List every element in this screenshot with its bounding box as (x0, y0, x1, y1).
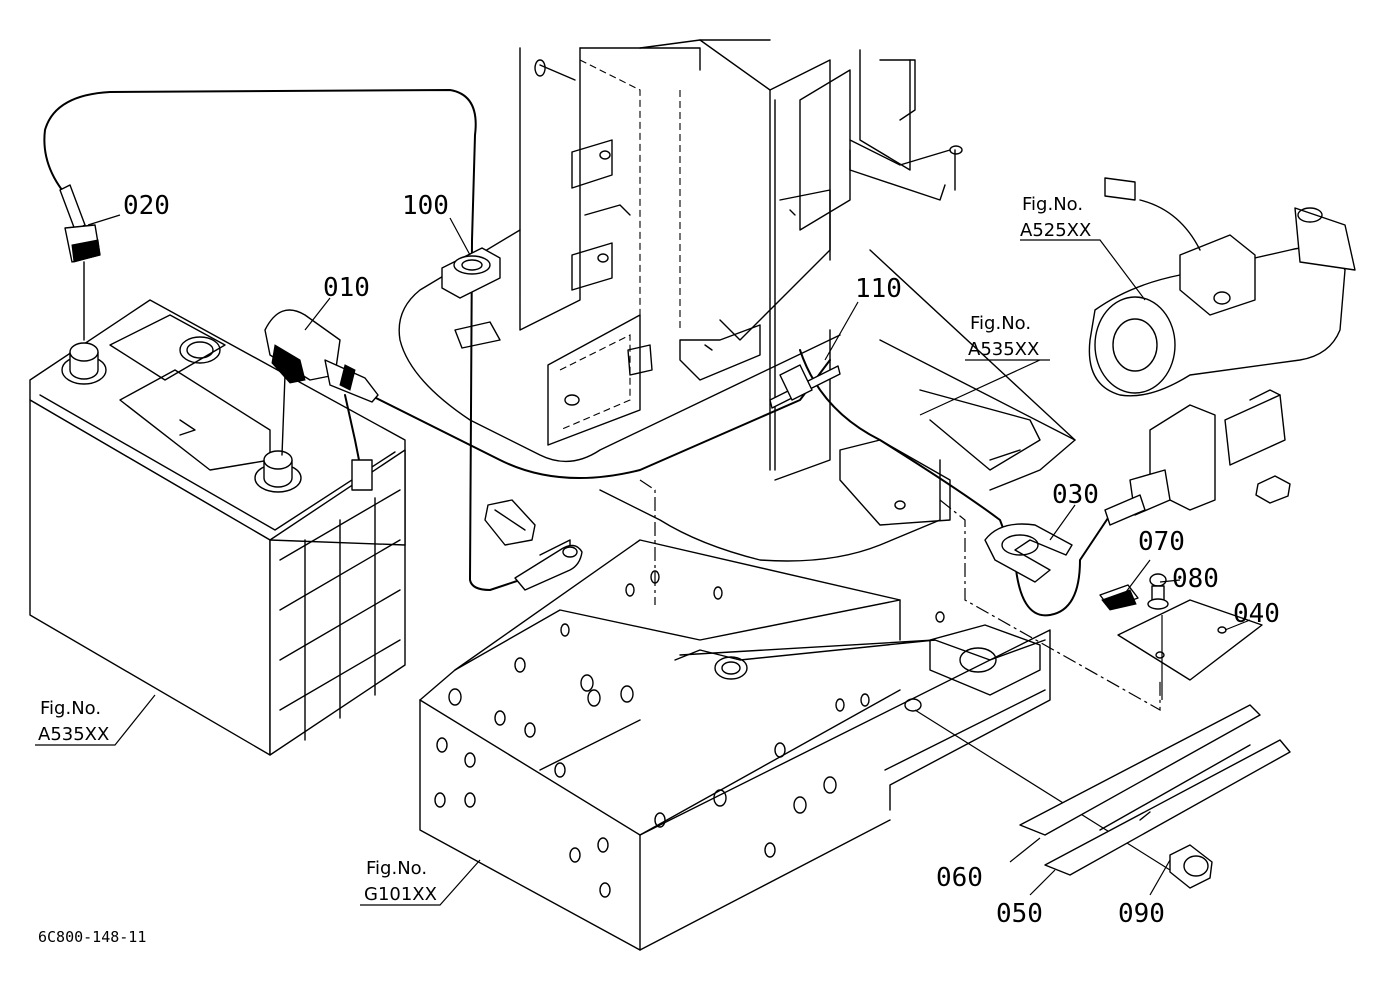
part-label-060: 060 (936, 863, 983, 893)
part-label-050: 050 (996, 899, 1043, 929)
fig-ref-a535-upper-code: A535XX (968, 339, 1039, 360)
figure-references: Fig.No. A525XX Fig.No. A535XX Fig.No. A5… (38, 194, 1091, 905)
drawing-code: 6C800-148-11 (38, 928, 146, 946)
part-label-080: 080 (1172, 564, 1219, 594)
chassis-frame (419, 539, 1051, 951)
part-label-040: 040 (1233, 599, 1280, 629)
fig-ref-g101-title: Fig.No. (366, 858, 427, 879)
leader-lines (35, 214, 1251, 906)
part-label-020: 020 (123, 191, 170, 221)
part-label-090: 090 (1118, 899, 1165, 929)
fig-ref-a525-code: A525XX (1020, 220, 1091, 241)
part-label-030: 030 (1052, 480, 1099, 510)
fig-ref-a535-battery-title: Fig.No. (40, 698, 101, 719)
part-label-100: 100 (402, 191, 449, 221)
frame-column (519, 39, 963, 481)
frame-holes (434, 570, 945, 898)
part-label-010: 010 (323, 273, 370, 303)
starter-motor (1088, 177, 1356, 397)
part-label-070: 070 (1138, 527, 1185, 557)
part-label-110: 110 (855, 274, 902, 304)
floor-plate (398, 229, 1161, 712)
fig-ref-a535-battery-code: A535XX (38, 724, 109, 745)
fig-ref-a525-title: Fig.No. (1022, 194, 1083, 215)
fig-ref-g101-code: G101XX (364, 884, 437, 905)
safety-switch (1104, 389, 1291, 526)
small-parts (914, 573, 1291, 889)
battery (29, 299, 406, 756)
part-labels: 020 010 100 110 030 070 080 040 060 050 … (123, 191, 1280, 929)
wiring-harness (43, 89, 1111, 617)
fig-ref-a535-upper-title: Fig.No. (970, 313, 1031, 334)
